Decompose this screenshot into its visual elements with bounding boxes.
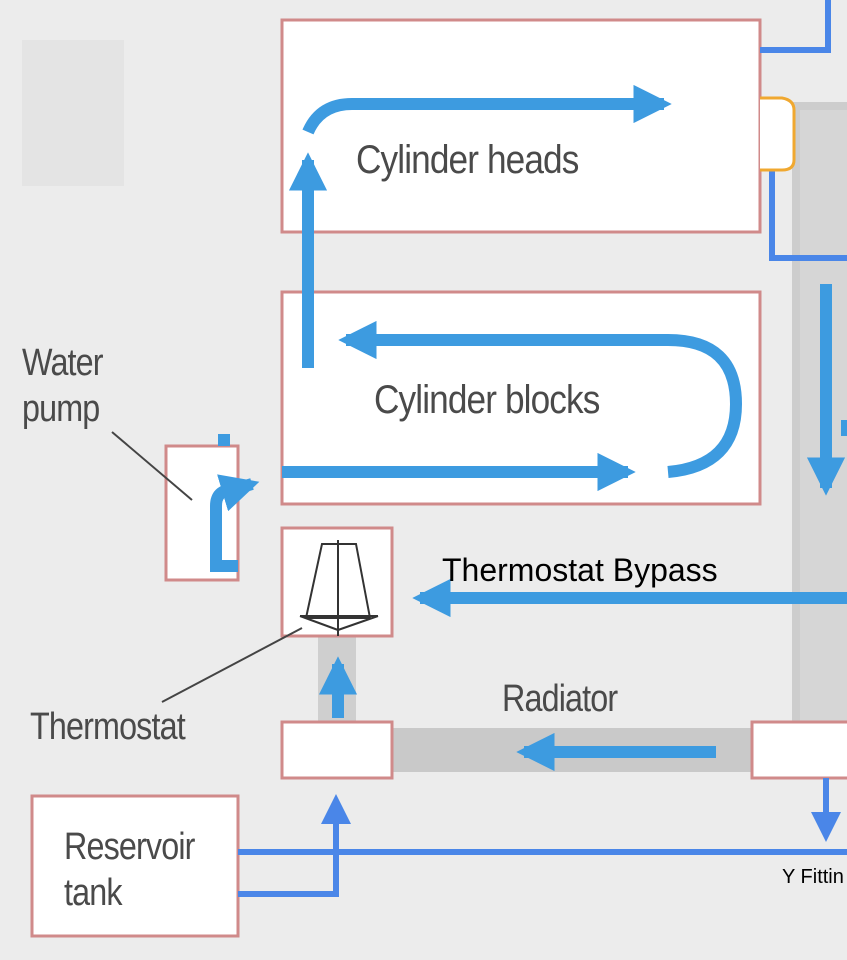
thermostat-valve-icon [299,540,379,636]
added-hose-lines [238,0,847,897]
flow-arrow-pump-to-blocks [210,474,260,572]
water-pump-box [164,444,240,582]
cylinder-heads-box [280,18,762,234]
flow-arrow-blocks-return [338,320,743,478]
thermostat-label: Thermostat [30,706,186,748]
reservoir-tank-label: Reservoir tank [64,826,195,914]
cylinder-heads-label: Cylinder heads [356,138,579,182]
cylinder-blocks-label: Cylinder blocks [374,378,600,422]
radiator-label: Radiator [502,678,618,720]
heads-outlet-fitting [760,96,796,172]
thermostat-housing-box [280,720,394,780]
heads-outlet-hose [760,0,831,53]
coolant-flow-arrows [210,84,847,772]
reservoir-to-thermostat-hose [238,794,351,897]
water-pump-label: Water pump [22,342,104,430]
heads-return-hose [769,170,847,261]
thermostat-leader [161,627,303,703]
reservoir-tank-box [30,794,240,938]
water-pump-leader [111,431,193,501]
y-fitting-annotation: Y Fittin [782,866,844,888]
radiator-outlet-box [750,720,847,780]
flow-arrow-heads-top [302,84,672,135]
thermostat-bypass-annotation: Thermostat Bypass [442,552,718,588]
background-panel [22,40,124,186]
